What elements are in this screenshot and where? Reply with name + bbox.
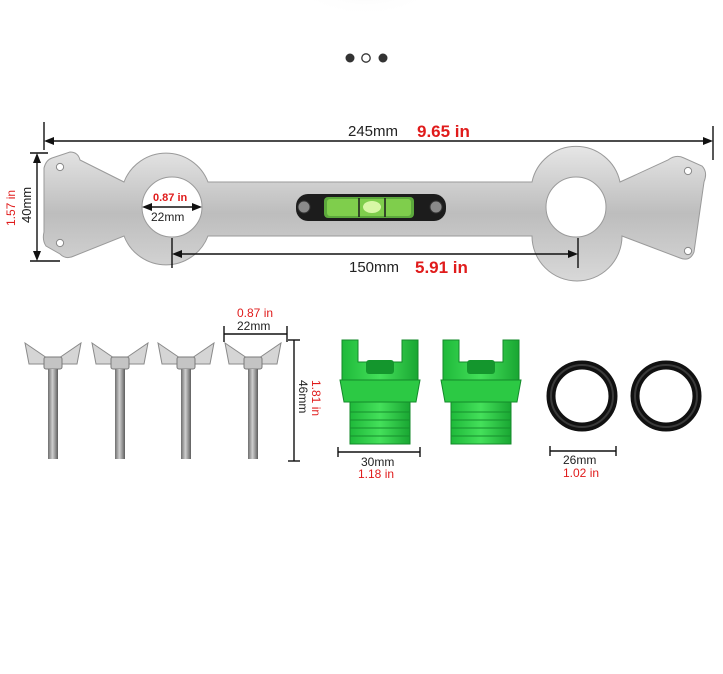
ring-dimensions: 26mm 1.02 in xyxy=(549,446,617,480)
ring-width-in: 1.02 in xyxy=(563,466,599,480)
top-shadow xyxy=(296,0,436,50)
bubble-level xyxy=(296,194,446,221)
bolt-dimensions: 0.87 in 22mm 1.81 in 46mm xyxy=(223,306,323,462)
green-plugs xyxy=(339,339,522,445)
carousel-dot-3[interactable] xyxy=(378,53,388,63)
plug-width-in: 1.18 in xyxy=(358,467,394,481)
plug-dimensions: 30mm 1.18 in xyxy=(337,447,421,481)
hole-diameter-mm: 22mm xyxy=(151,210,184,224)
o-ring xyxy=(546,360,618,432)
wing-bolt xyxy=(224,341,282,459)
wing-bolts xyxy=(24,341,282,459)
wrench-dimensions xyxy=(30,122,714,268)
wrench-length-in: 9.65 in xyxy=(417,122,470,141)
bolt-width-in: 0.87 in xyxy=(237,306,273,320)
wing-bolt xyxy=(24,341,82,459)
wrench-end-hole xyxy=(55,238,65,248)
green-plug xyxy=(440,339,522,445)
wrench-end-hole xyxy=(683,246,693,256)
ring-width-mm: 26mm xyxy=(563,453,596,467)
wrench-hole-right xyxy=(545,176,607,238)
wrench-height-mm: 40mm xyxy=(19,187,34,223)
wrench xyxy=(42,145,707,282)
hole-spacing-in: 5.91 in xyxy=(415,258,468,277)
o-rings xyxy=(546,360,702,432)
carousel-dots xyxy=(345,53,388,63)
bolt-width-mm: 22mm xyxy=(237,319,270,333)
wrench-height-in: 1.57 in xyxy=(4,190,18,226)
wrench-end-hole xyxy=(683,166,693,176)
hole-diameter-in: 0.87 in xyxy=(153,192,188,204)
carousel-dot-2[interactable] xyxy=(361,53,371,63)
wrench-length-mm: 245mm xyxy=(348,123,398,140)
o-ring xyxy=(630,360,702,432)
bolt-height-mm: 46mm xyxy=(296,380,310,413)
wrench-labels: 245mm 9.65 in 1.57 in 40mm 0.87 in 22mm … xyxy=(4,122,470,277)
wing-bolt xyxy=(91,341,149,459)
green-plug xyxy=(339,339,421,445)
plug-width-mm: 30mm xyxy=(361,455,394,469)
wing-bolt xyxy=(157,341,215,459)
hole-spacing-mm: 150mm xyxy=(349,259,399,276)
carousel-dot-1[interactable] xyxy=(345,53,355,63)
wrench-end-hole xyxy=(55,162,65,172)
bolt-height-in: 1.81 in xyxy=(309,380,323,416)
